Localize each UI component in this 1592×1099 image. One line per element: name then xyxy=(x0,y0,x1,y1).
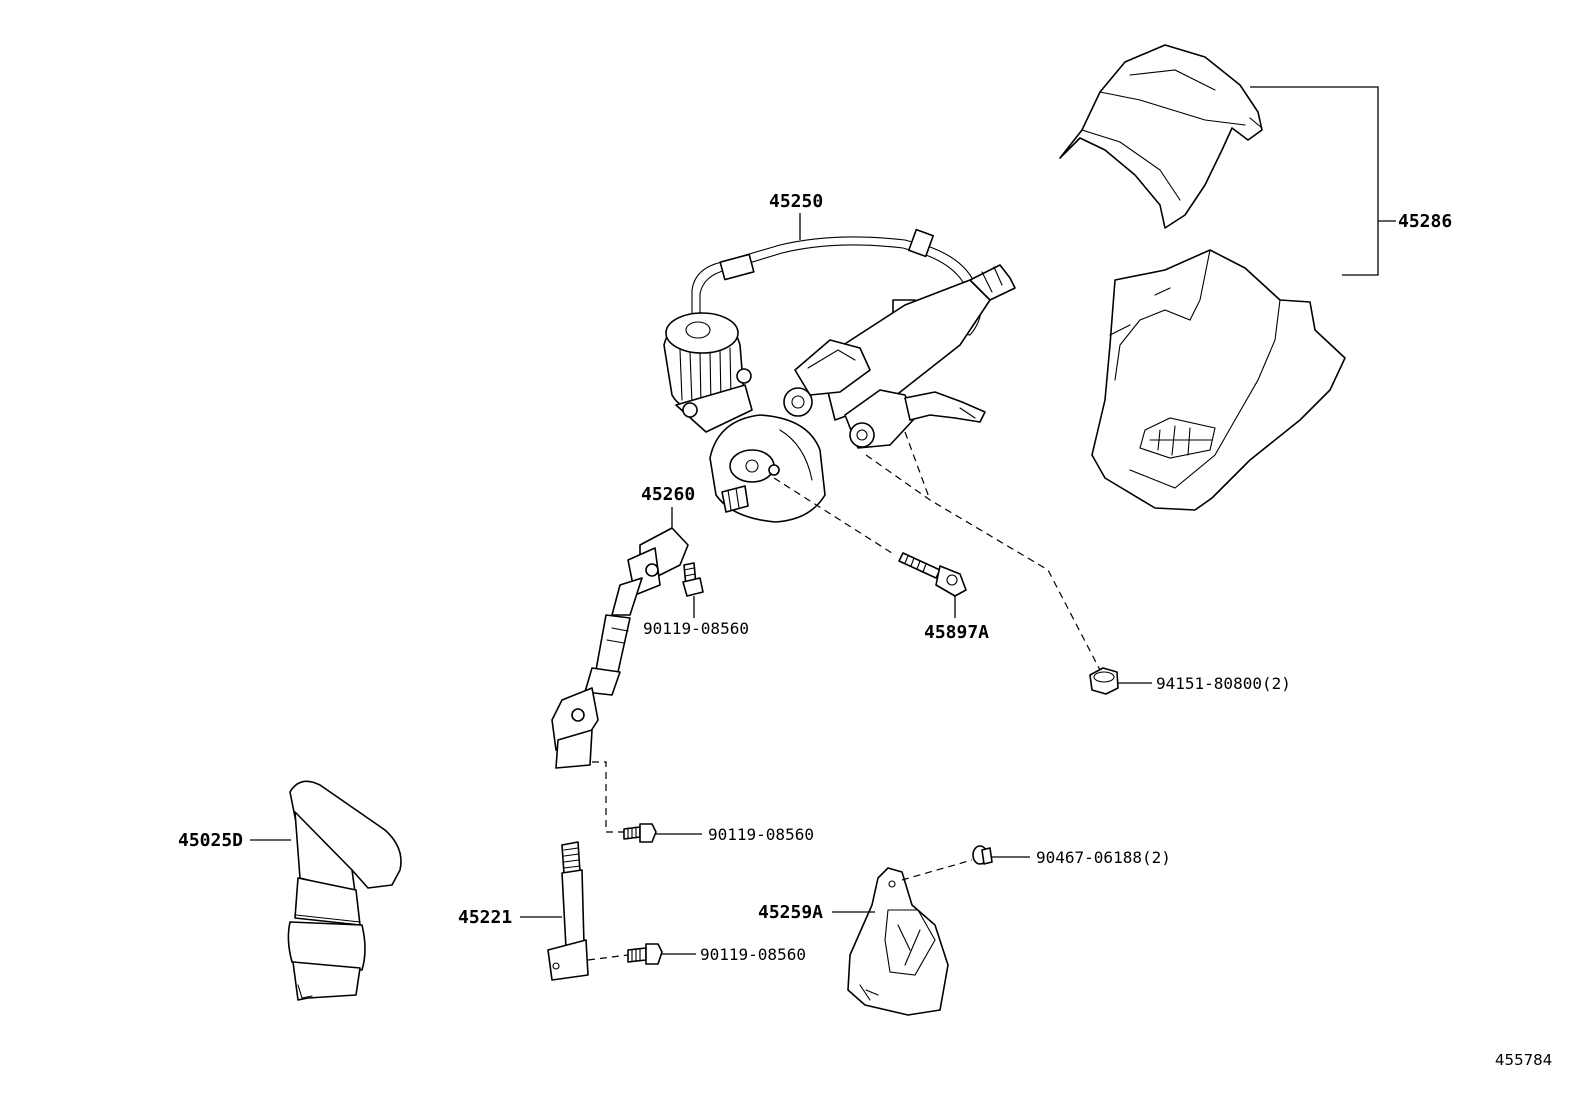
intermediate-shaft-45260[interactable] xyxy=(551,527,689,769)
figure-code: 455784 xyxy=(1495,1051,1552,1069)
column-cover-upper[interactable] xyxy=(1059,44,1263,229)
column-cover-lower[interactable] xyxy=(1091,249,1346,511)
boot-45025d[interactable] xyxy=(287,780,402,1001)
label-bolt-middle: 90119-08560 xyxy=(708,825,814,844)
label-94151: 94151-80800(2) xyxy=(1156,674,1291,693)
label-45260: 45260 xyxy=(641,484,695,505)
label-bolt-upper: 90119-08560 xyxy=(643,619,749,638)
bolt-lower-90119[interactable] xyxy=(627,943,663,965)
label-45286: 45286 xyxy=(1398,211,1452,232)
label-bolt-lower: 90119-08560 xyxy=(700,945,806,964)
label-45025d: 45025D xyxy=(178,830,243,851)
steering-column-assembly[interactable] xyxy=(663,228,1016,523)
label-45897a: 45897A xyxy=(924,622,989,643)
bolt-upper-90119[interactable] xyxy=(682,562,704,597)
nut-94151[interactable] xyxy=(1089,667,1119,695)
bracket-45259a[interactable] xyxy=(847,867,949,1016)
label-45250: 45250 xyxy=(769,191,823,212)
shaft-45221[interactable] xyxy=(547,841,589,981)
label-45259a: 45259A xyxy=(758,902,823,923)
bolt-45897a[interactable] xyxy=(898,552,967,597)
label-90467: 90467-06188(2) xyxy=(1036,848,1171,867)
label-45221: 45221 xyxy=(458,907,512,928)
clip-90467[interactable] xyxy=(972,845,993,865)
bolt-middle-90119[interactable] xyxy=(623,823,657,843)
